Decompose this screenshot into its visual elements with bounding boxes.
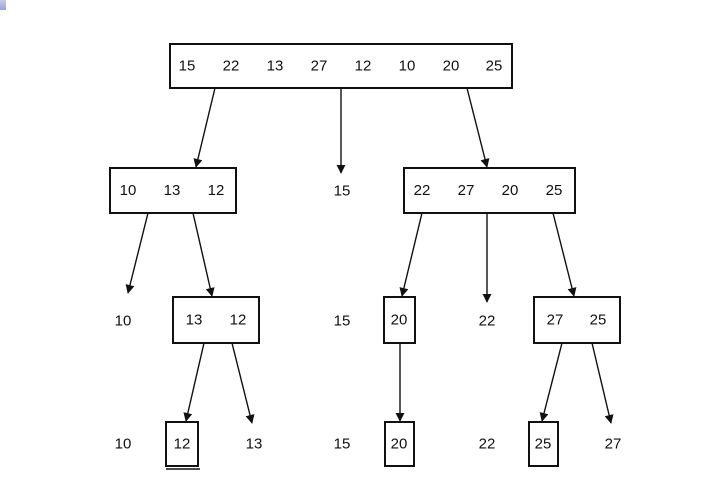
element-value: 12 bbox=[208, 182, 225, 199]
edges-layer bbox=[125, 87, 614, 424]
element-value: 10 bbox=[120, 182, 137, 199]
value-l3-f: 22 bbox=[479, 436, 496, 453]
arrow-l2-b-to-l3-b bbox=[183, 342, 205, 422]
element-value: 12 bbox=[355, 58, 372, 75]
element-value: 15 bbox=[179, 58, 196, 75]
element-value: 20 bbox=[443, 58, 460, 75]
element-value: 25 bbox=[486, 58, 503, 75]
arrow-l2-f-to-l3-h bbox=[591, 342, 614, 424]
array-box-l2-b: 13 12 bbox=[172, 296, 260, 344]
element-value: 22 bbox=[479, 313, 496, 330]
element-value: 10 bbox=[115, 436, 132, 453]
value-l2-c: 15 bbox=[334, 313, 351, 330]
element-value: 27 bbox=[458, 182, 475, 199]
element-value: 10 bbox=[399, 58, 416, 75]
arrow-l1-left-to-l2-a bbox=[125, 212, 149, 294]
arrow-l1-right-to-l2-d bbox=[399, 212, 423, 297]
array-box-l2-d: 20 bbox=[383, 296, 416, 344]
element-value: 25 bbox=[535, 436, 552, 453]
arrow-l1-left-to-l2-b bbox=[192, 212, 215, 297]
element-value: 25 bbox=[590, 312, 607, 329]
element-value: 12 bbox=[174, 436, 191, 453]
element-value: 13 bbox=[186, 312, 203, 329]
value-l3-d: 15 bbox=[334, 436, 351, 453]
box-outline bbox=[403, 167, 576, 214]
arrow-root-to-l1-right bbox=[466, 87, 490, 168]
element-value: 12 bbox=[230, 312, 247, 329]
value-l3-h: 27 bbox=[605, 436, 622, 453]
box-outline bbox=[165, 421, 199, 467]
box-outline bbox=[383, 296, 416, 344]
element-value: 27 bbox=[547, 312, 564, 329]
element-value: 15 bbox=[334, 436, 351, 453]
element-value: 13 bbox=[164, 182, 181, 199]
array-box-l2-f: 27 25 bbox=[533, 296, 621, 344]
arrow-root-to-l1-left bbox=[193, 87, 216, 168]
arrow-l1-right-to-l2-f bbox=[552, 212, 577, 297]
array-box-l1-right: 22 27 20 25 bbox=[403, 167, 576, 214]
value-l2-e: 22 bbox=[479, 313, 496, 330]
element-value: 13 bbox=[267, 58, 284, 75]
array-box-l3-g: 25 bbox=[528, 421, 559, 467]
box-outline bbox=[109, 167, 237, 214]
value-l3-c: 13 bbox=[246, 436, 263, 453]
element-value: 27 bbox=[605, 436, 622, 453]
arrow-l2-b-to-l3-c bbox=[231, 342, 255, 424]
element-value: 27 bbox=[311, 58, 328, 75]
array-box-l3-e: 20 bbox=[384, 421, 415, 467]
element-value: 22 bbox=[414, 182, 431, 199]
box-outline bbox=[533, 296, 621, 344]
element-value: 13 bbox=[246, 436, 263, 453]
slide-corner-mark bbox=[0, 0, 6, 10]
box-outline bbox=[528, 421, 559, 467]
element-value: 22 bbox=[223, 58, 240, 75]
element-value: 15 bbox=[334, 313, 351, 330]
array-box-l1-left: 10 13 12 bbox=[109, 167, 237, 214]
element-value: 10 bbox=[115, 313, 132, 330]
array-box-root: 15 22 13 27 12 10 20 25 bbox=[169, 43, 513, 89]
value-l2-a: 10 bbox=[115, 313, 132, 330]
element-value: 15 bbox=[334, 183, 351, 200]
box-outline bbox=[172, 296, 260, 344]
value-l3-a: 10 bbox=[115, 436, 132, 453]
array-box-l3-b: 12 bbox=[165, 421, 200, 470]
element-value: 20 bbox=[502, 182, 519, 199]
element-value: 20 bbox=[391, 436, 408, 453]
element-value: 22 bbox=[479, 436, 496, 453]
box-outline bbox=[169, 43, 513, 89]
value-l1-pivot: 15 bbox=[334, 183, 351, 200]
box-outline bbox=[384, 421, 415, 467]
element-value: 25 bbox=[546, 182, 563, 199]
arrow-l2-f-to-l3-g bbox=[539, 342, 563, 422]
element-value: 20 bbox=[391, 312, 408, 329]
